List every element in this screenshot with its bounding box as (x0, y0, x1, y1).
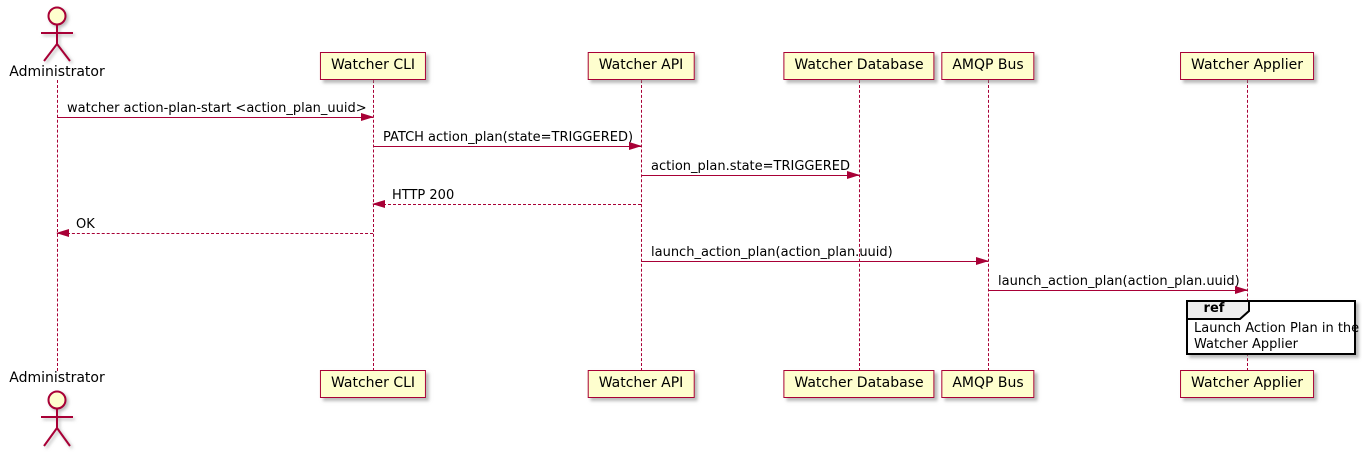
arrowhead-right-icon (1235, 285, 1248, 294)
message-label: launch_action_plan(action_plan.uuid) (651, 245, 893, 260)
arrowhead-right-icon (847, 170, 860, 179)
message-action-plan-state: action_plan.state=TRIGGERED (641, 159, 860, 179)
actor-label-bottom: Administrator (9, 370, 105, 386)
participant-top-watcher-cli: Watcher CLI (319, 52, 427, 80)
lifeline-watcher-api (641, 80, 642, 371)
message-label: launch_action_plan(action_plan.uuid) (998, 274, 1240, 289)
message-label: watcher action-plan-start <action_plan_u… (67, 101, 367, 116)
lifeline-watcher-cli (373, 80, 374, 371)
ref-keyword: ref (1203, 301, 1225, 316)
lifeline-watcher-database (859, 80, 860, 371)
message-http-200: HTTP 200 (372, 188, 641, 208)
message-ok: OK (56, 217, 373, 237)
participant-top-amqp-bus: AMQP Bus (941, 52, 1035, 80)
arrowhead-left-icon (372, 199, 385, 208)
participant-bottom-watcher-applier: Watcher Applier (1180, 370, 1314, 398)
participant-bottom-watcher-api: Watcher API (587, 370, 695, 398)
ref-text-line1: Launch Action Plan in the (1194, 321, 1360, 336)
actor-icon (35, 6, 79, 68)
participant-bottom-watcher-cli: Watcher CLI (319, 370, 427, 398)
message-label: OK (76, 217, 95, 232)
actor-label-top: Administrator (9, 64, 105, 80)
lifeline-watcher-applier (1247, 80, 1248, 371)
message-label: action_plan.state=TRIGGERED (651, 159, 850, 174)
arrowhead-left-icon (56, 228, 69, 237)
ref-fragment: ref Launch Action Plan in the Watcher Ap… (1186, 300, 1359, 355)
participant-top-watcher-applier: Watcher Applier (1180, 52, 1314, 80)
participant-bottom-amqp-bus: AMQP Bus (941, 370, 1035, 398)
ref-text: Launch Action Plan in the Watcher Applie… (1194, 321, 1359, 353)
message-launch-action-plan-applier: launch_action_plan(action_plan.uuid) (988, 274, 1248, 294)
arrowhead-right-icon (629, 141, 642, 150)
message-patch-action-plan: PATCH action_plan(state=TRIGGERED) (373, 130, 642, 150)
ref-text-line2: Watcher Applier (1194, 337, 1298, 352)
participant-top-watcher-api: Watcher API (587, 52, 695, 80)
participant-top-watcher-database: Watcher Database (783, 52, 935, 80)
participant-bottom-watcher-database: Watcher Database (783, 370, 935, 398)
ref-header: ref (1186, 300, 1250, 320)
arrowhead-right-icon (976, 256, 989, 265)
lifeline-administrator (57, 80, 58, 371)
message-launch-action-plan-amqp: launch_action_plan(action_plan.uuid) (641, 245, 989, 265)
actor-icon-bottom (35, 388, 79, 456)
message-action-plan-start: watcher action-plan-start <action_plan_u… (57, 101, 374, 121)
message-label: HTTP 200 (392, 188, 455, 203)
message-label: PATCH action_plan(state=TRIGGERED) (383, 130, 634, 145)
arrowhead-right-icon (361, 112, 374, 121)
lifeline-amqp-bus (988, 80, 989, 371)
